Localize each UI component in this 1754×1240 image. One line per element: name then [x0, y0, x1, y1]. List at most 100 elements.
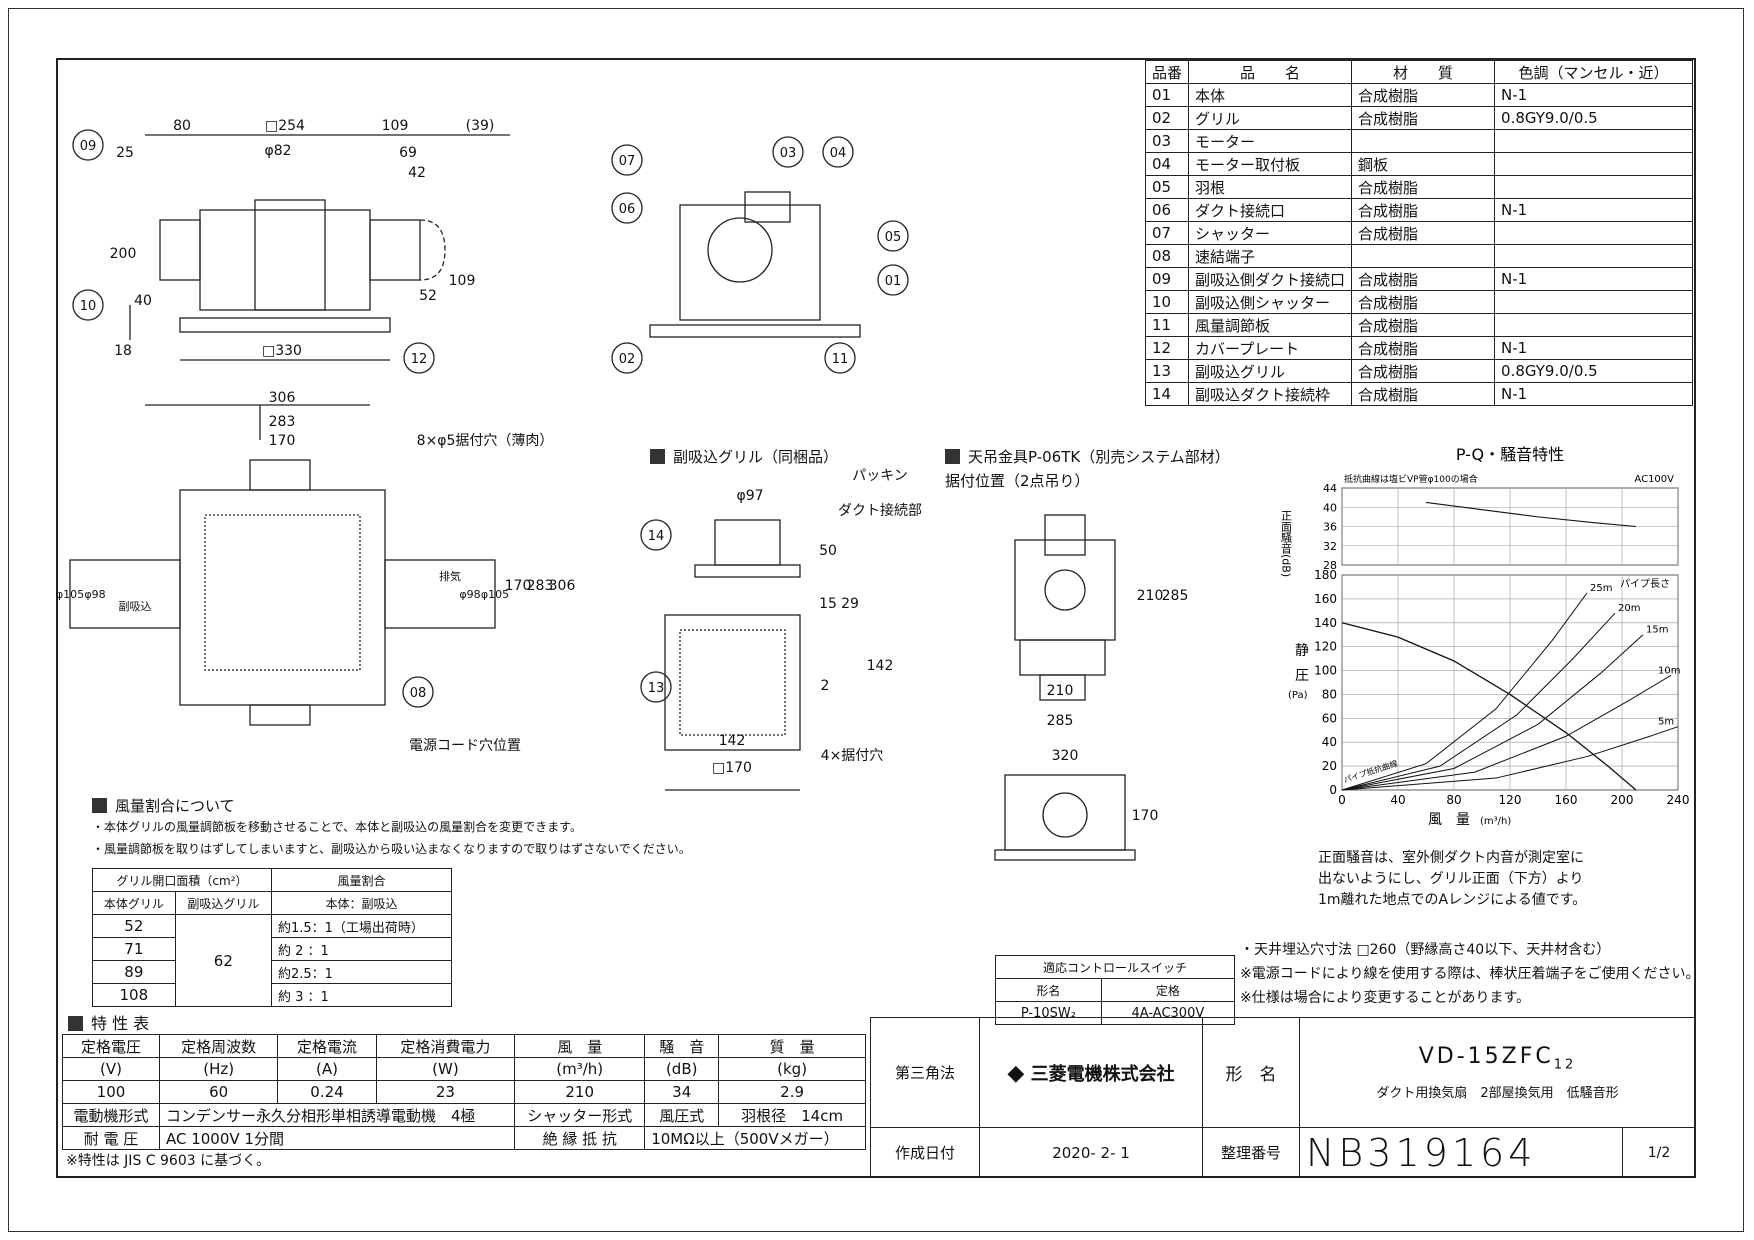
airflow-r0-ratio: 約1.5：1（工場出荷時） — [270, 914, 453, 938]
dim-plan-phi105-l: φ105 — [56, 588, 84, 601]
part-no: 11 — [1144, 313, 1190, 337]
noise-tick-label: 40 — [1323, 501, 1337, 514]
pipe-curve-label: 15m — [1646, 625, 1668, 636]
remark-2: ※電源コードにより線を使用する際は、棒状圧着端子をご使用ください。 — [1240, 966, 1700, 982]
callout-12: 12 — [411, 352, 428, 367]
part-no: 05 — [1144, 175, 1190, 199]
part-no: 14 — [1144, 382, 1190, 406]
y-tick-label: 120 — [1314, 640, 1337, 654]
sg-label-holes: 4×据付穴 — [821, 748, 884, 764]
chart-power: AC100V — [1634, 474, 1674, 485]
airflow-r1-ratio: 約 2 ：1 — [270, 937, 453, 961]
airflow-note-1: ・本体グリルの風量調節板を移動させることで、本体と副吸込の風量割合を変更できます… — [92, 820, 582, 834]
noise-note-3: 1m離れた地点でのAレンジによる値です。 — [1318, 892, 1587, 908]
x-tick-label: 80 — [1446, 793, 1461, 807]
part-color — [1494, 152, 1693, 176]
part-color — [1494, 244, 1693, 268]
spec-motor-label: 電動機形式 — [62, 1103, 160, 1127]
callout-06: 06 — [619, 202, 636, 217]
sg-dim-142v: 142 — [867, 658, 894, 674]
callout-14: 14 — [648, 529, 665, 544]
airflow-h1: グリル開口面積（cm²） — [92, 868, 272, 892]
airflow-r2-ratio: 約2.5：1 — [270, 960, 453, 984]
airflow-r1-area: 71 — [92, 937, 176, 961]
spec-headers-1: 定格周波数 — [158, 1034, 279, 1058]
plan-label-exhaust: 排気 — [439, 569, 461, 583]
y-tick-label: 100 — [1314, 664, 1337, 678]
switch-title: 適応コントロールスイッチ — [995, 955, 1235, 979]
callout-09: 09 — [80, 139, 97, 154]
tb-date-label: 作成日付 — [870, 1127, 980, 1178]
sg-dim-2: 2 — [821, 678, 830, 694]
dim-front-80: 80 — [173, 118, 191, 134]
remark-1: ・天井埋込穴寸法 □260（野縁高さ40以下、天井材含む） — [1240, 942, 1611, 958]
parts-header-no: 品番 — [1144, 60, 1190, 84]
callout-13: 13 — [648, 681, 665, 696]
callout-04: 04 — [830, 146, 847, 161]
y-tick-label: 80 — [1322, 687, 1337, 701]
callout-10: 10 — [80, 299, 97, 314]
plan-view — [69, 404, 496, 726]
pipe-curve — [1341, 634, 1644, 791]
spec-table: 定格電圧定格周波数定格電流定格消費電力風 量騒 音質 量(V)(Hz)(A)(W… — [62, 1034, 866, 1150]
noise-tick-label: 28 — [1323, 559, 1337, 572]
switch-h-rating: 定格 — [1100, 978, 1236, 1002]
dim-front-39: (39) — [466, 118, 495, 134]
callout-02: 02 — [619, 352, 636, 367]
spec-insul-value: 10MΩ以上（500Vメガー） — [644, 1126, 866, 1150]
spec-units-5: (dB) — [644, 1057, 720, 1081]
part-no: 02 — [1144, 106, 1190, 130]
plan-label-cord: 電源コード穴位置 — [409, 738, 521, 754]
airflow-sub-main: 本体グリル — [92, 891, 176, 915]
airflow-title: 風量割合について — [92, 795, 235, 816]
dim-front-69: 69 — [399, 145, 417, 161]
part-name: 羽根 — [1188, 175, 1353, 199]
sg-label-duct: ダクト接続部 — [838, 502, 922, 519]
airflow-r3-ratio: 約 3 ：1 — [270, 983, 453, 1007]
parts-header-material: 材 質 — [1351, 60, 1496, 84]
part-color: 0.8GY9.0/0.5 — [1494, 106, 1693, 130]
sg-dim-170: □170 — [712, 760, 752, 776]
tb-projection: 第三角法 — [870, 1017, 980, 1128]
tb-num-label: 整理番号 — [1202, 1127, 1300, 1178]
hg-dim-285v: 285 — [1162, 588, 1189, 604]
y-tick-label: 140 — [1314, 616, 1337, 630]
dim-plan-170: 170 — [269, 433, 296, 449]
spec-headers-2: 定格電流 — [277, 1034, 377, 1058]
pipe-curve — [1341, 612, 1616, 791]
square-bullet-icon — [650, 449, 665, 464]
dim-front-25: 25 — [116, 145, 134, 161]
title-block: 第三角法 ◆ 三菱電機株式会社 形 名 VD-15ZFC12 ダクト用換気扇 2… — [870, 1017, 1696, 1178]
part-color: N-1 — [1494, 198, 1693, 222]
noise-ylabel: 正面騒音(dB) — [1280, 510, 1293, 577]
spec-units-2: (A) — [277, 1057, 377, 1081]
part-color: N-1 — [1494, 83, 1693, 107]
tb-date: 2020- 2- 1 — [979, 1127, 1203, 1178]
part-name: モーター — [1188, 129, 1353, 153]
sg-label-packing: パッキン — [852, 468, 908, 484]
spec-note: ※特性は JIS C 9603 に基づく。 — [66, 1153, 271, 1169]
dim-front-254: □254 — [265, 118, 305, 134]
spec-shutter-value: 風圧式 — [644, 1103, 720, 1127]
callout-07: 07 — [619, 154, 636, 169]
x-label-unit: (m³/h) — [1480, 816, 1511, 827]
chart-noise-note: 抵抗曲線は塩ビVP管φ100の場合 — [1344, 473, 1478, 485]
airflow-note-2: ・風量調節板を取りはずしてしまいますと、副吸込から吸い込まなくなりますので取りは… — [92, 842, 691, 856]
part-material: 合成樹脂 — [1351, 313, 1496, 337]
square-bullet-icon — [68, 1016, 83, 1031]
y-label-2: 圧 — [1295, 668, 1309, 684]
part-no: 07 — [1144, 221, 1190, 245]
dim-plan-283: 283 — [269, 414, 296, 430]
spec-shutter-label: シャッター形式 — [514, 1103, 646, 1127]
spec-units-3: (W) — [375, 1057, 516, 1081]
spec-values-0: 100 — [62, 1080, 160, 1104]
noise-tick-label: 44 — [1323, 482, 1337, 495]
